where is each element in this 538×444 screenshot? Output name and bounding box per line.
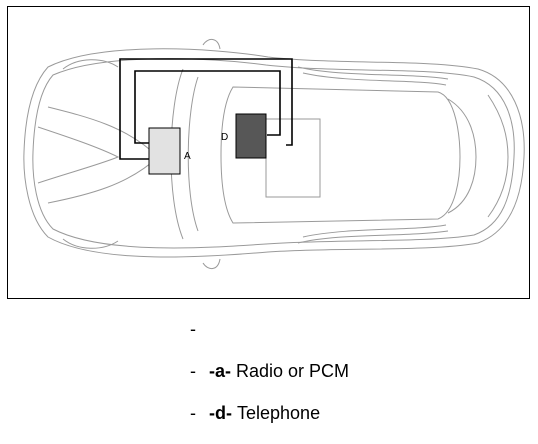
legend: - - -a- Radio or PCM - -d- Telephone [190, 318, 349, 444]
component-d-box [235, 113, 267, 159]
door-line-top [297, 66, 449, 86]
sunroof [265, 118, 321, 198]
wire-outer [119, 58, 293, 160]
rear-window [447, 98, 477, 214]
front-wheel-top [62, 59, 119, 70]
mirror-top [202, 39, 221, 50]
legend-item: - -a- Radio or PCM [190, 360, 349, 402]
legend-text: Radio or PCM [236, 361, 350, 381]
legend-text: Telephone [237, 403, 321, 423]
legend-code: -d- [209, 403, 237, 423]
car-body-outline [23, 48, 525, 258]
legend-code: -a- [209, 361, 237, 381]
roof-outline [220, 86, 461, 224]
component-a-box [148, 127, 181, 175]
vehicle-diagram: A D [23, 39, 525, 269]
hood-lines [37, 106, 159, 204]
legend-dash: - [190, 319, 196, 339]
legend-dash: - [190, 403, 196, 423]
front-wheel-bottom [62, 238, 119, 249]
door-line-bottom [297, 224, 449, 244]
car-outline [23, 39, 525, 269]
diagram-frame: A D [7, 6, 530, 299]
component-d-label: D [221, 132, 228, 143]
wire-inner [134, 70, 281, 144]
legend-dash: - [190, 361, 196, 381]
component-a-label: A [184, 151, 191, 162]
wiring [119, 58, 293, 160]
legend-item: - [190, 318, 349, 360]
mirror-bottom [202, 258, 221, 269]
rear-lines [487, 94, 509, 218]
car-body-inner [32, 58, 515, 249]
legend-item: - -d- Telephone [190, 402, 349, 444]
